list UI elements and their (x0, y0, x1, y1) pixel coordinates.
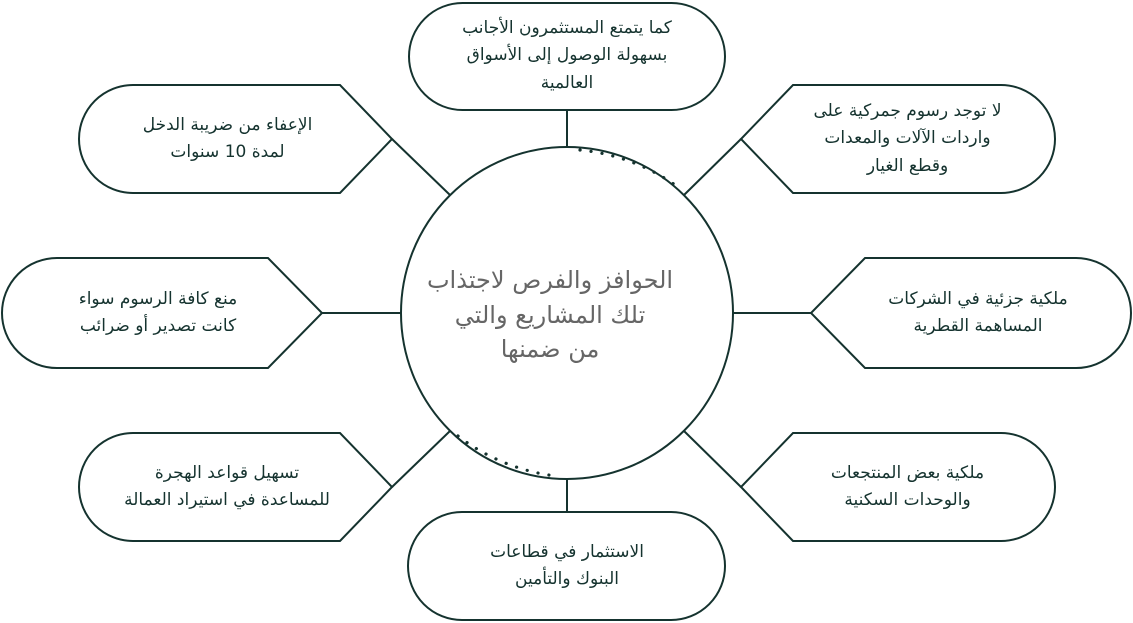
node-top-right-shape (739, 84, 1056, 194)
node-top-text: كما يتمتع المستثمرون الأجانب بسهولة الوص… (462, 18, 672, 93)
node-middle-left-text: منع كافة الرسوم سواء كانت تصدير أو ضرائب (78, 288, 238, 336)
connector-top-right (683, 138, 742, 196)
node-bottom-left-shape (78, 432, 394, 542)
connector-bottom-left (391, 430, 451, 488)
dotted-arc-bottom (456, 434, 558, 478)
connector-top-left (391, 138, 451, 196)
center-title: الحوافز والفرص لاجتذاب تلك المشاريع والت… (426, 265, 674, 364)
node-middle-left-shape (1, 257, 324, 369)
node-top-right-text: لا توجد رسوم جمركية على واردات الآلات وا… (813, 101, 1002, 176)
node-bottom-shape (407, 511, 726, 621)
node-top-shape (408, 2, 726, 111)
node-bottom-right-text: ملكية بعض المنتجعات والوحدات السكنية (830, 462, 985, 510)
node-middle-right-shape (809, 257, 1132, 369)
connector-bottom-right (683, 430, 742, 488)
node-top-left-shape (78, 84, 394, 194)
node-bottom-left-text: تسهيل قواعد الهجرة للمساعدة في استيراد ا… (124, 462, 330, 510)
node-bottom-right-shape (739, 432, 1056, 542)
node-middle-right-text: ملكية جزئية في الشركات المساهمة القطرية (888, 288, 1068, 336)
node-top-left-text: الإعفاء من ضريبة الدخل لمدة 10 سنوات (142, 114, 313, 162)
node-bottom-text: الاستثمار في قطاعات البنوك والتأمين (490, 541, 644, 589)
dotted-arc-top (578, 148, 684, 192)
